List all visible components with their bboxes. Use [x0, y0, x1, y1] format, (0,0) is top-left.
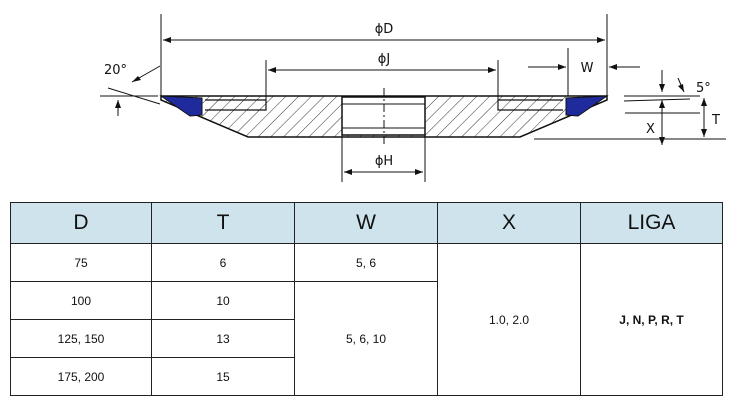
abrasive-layer-right [565, 95, 609, 117]
angle-label-left: 20° [104, 63, 127, 78]
spec-table: D T W X LIGA 75 6 5, 6 1.0, 2.0 J, N, P,… [10, 202, 723, 396]
table-row: 125, 150 13 [10, 319, 723, 358]
table-header-row: D T W X LIGA [10, 202, 723, 244]
header-liga: LIGA [580, 202, 723, 244]
dim-label-t: T [711, 113, 720, 128]
cell-t: 10 [151, 281, 295, 320]
cell-w-group-1: 5, 6 [294, 243, 438, 282]
cell-liga: J, N, P, R, T [580, 243, 723, 396]
dim-label-x: X [646, 122, 655, 137]
wheel-profile-drawing: ϕD ϕJ W ϕH 20° 5° X T [100, 14, 726, 182]
cell-d: 175, 200 [10, 357, 152, 396]
header-t: T [151, 202, 295, 244]
table-row: 175, 200 15 [10, 357, 723, 396]
dim-label-h: ϕH [375, 154, 393, 169]
angle-label-right: 5° [696, 81, 711, 96]
table-row: 100 10 5, 6, 10 [10, 281, 723, 396]
header-d: D [10, 202, 152, 244]
cell-t: 13 [151, 319, 295, 358]
dim-label-d: ϕD [375, 22, 394, 37]
cell-x: 1.0, 2.0 [437, 243, 581, 396]
cell-d: 125, 150 [10, 319, 152, 358]
cell-d: 100 [10, 281, 152, 320]
header-x: X [437, 202, 581, 244]
cell-w-group-2: 5, 6, 10 [294, 281, 438, 396]
dim-label-w: W [581, 61, 594, 76]
cell-t: 15 [151, 357, 295, 396]
header-w: W [294, 202, 438, 244]
cell-t: 6 [151, 243, 295, 282]
abrasive-layer-left [159, 95, 203, 117]
dim-label-j: ϕJ [378, 52, 390, 67]
table-row: 75 6 5, 6 1.0, 2.0 J, N, P, R, T [10, 243, 723, 396]
cell-d: 75 [10, 243, 152, 282]
